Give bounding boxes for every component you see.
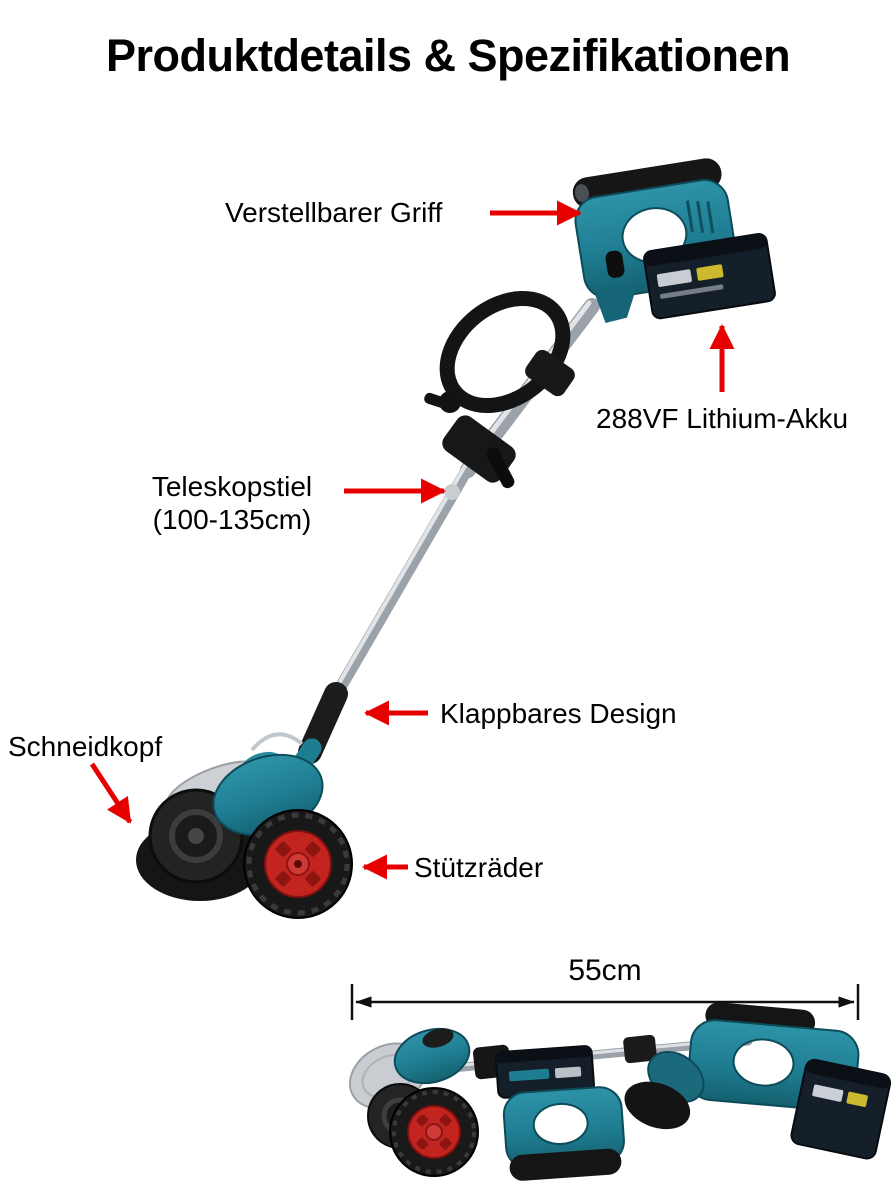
folded-front-wheel <box>389 1087 479 1177</box>
battery-pack <box>643 233 776 320</box>
callout-arrows <box>89 200 735 880</box>
callout-telescopic-shaft: Teleskopstiel (100-135cm) <box>128 470 336 536</box>
loop-handle <box>424 290 575 414</box>
callout-support-wheels: Stützräder <box>414 852 544 883</box>
page-title: Produktdetails & Spezifikationen <box>105 30 791 81</box>
front-support-wheel <box>243 809 353 919</box>
callout-telescopic-shaft-line2: (100-135cm) <box>152 504 312 535</box>
callout-lithium-battery: 288VF Lithium-Akku <box>596 403 849 434</box>
callout-adjustable-handle: Verstellbarer Griff <box>225 197 443 228</box>
folded-trimmer-illustration <box>348 1002 892 1181</box>
folded-middle-handle-unit <box>494 1045 625 1181</box>
folded-battery-pack <box>790 1058 892 1160</box>
callout-telescopic-shaft-line1: Teleskopstiel <box>151 471 313 502</box>
dimension-width-label: 55cm <box>568 954 642 987</box>
main-trimmer-illustration <box>136 158 776 919</box>
callout-foldable-design: Klappbares Design <box>440 698 677 729</box>
width-dimension-line <box>350 984 860 1020</box>
shaft-clamp <box>442 415 516 500</box>
callout-cutting-head: Schneidkopf <box>8 731 163 762</box>
rear-support-wheel <box>148 788 244 884</box>
cutting-head-arrow-icon <box>89 762 133 824</box>
